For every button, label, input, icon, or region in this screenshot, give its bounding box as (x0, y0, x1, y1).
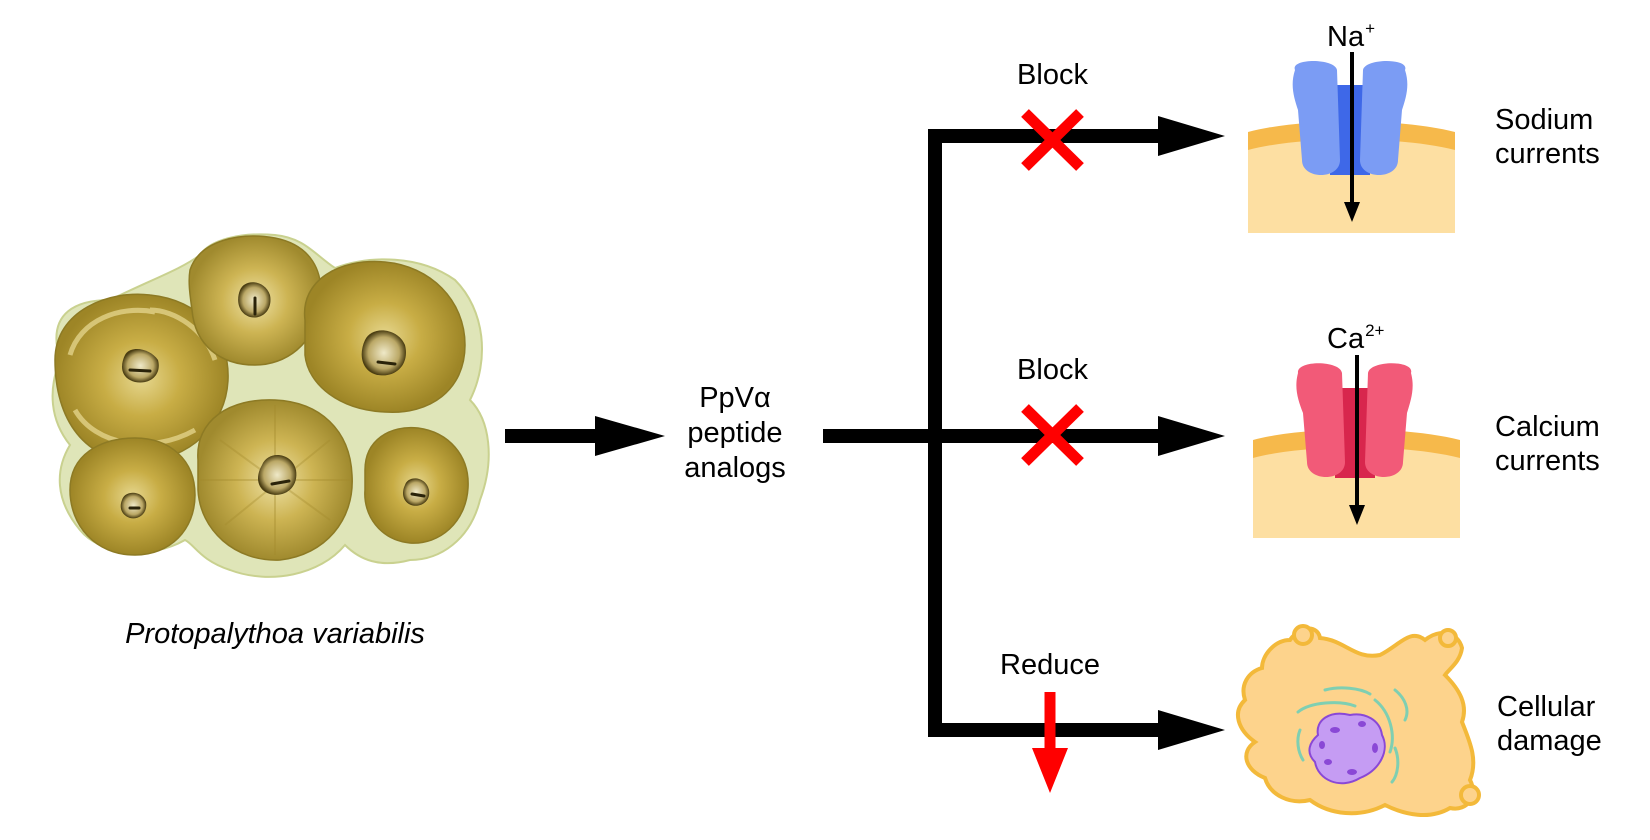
calcium-channel-illustration (1253, 355, 1460, 538)
action-label-cell: Reduce (1000, 649, 1100, 681)
sodium-channel-right-subunit (1360, 61, 1408, 175)
nucleus-chromatin-spots (1319, 721, 1378, 775)
target-label-sodium: Sodium currents (1495, 103, 1600, 171)
arrowhead-branch-calcium (1158, 416, 1225, 456)
target-label-calcium-line2: currents (1495, 445, 1600, 477)
target-label-cell-line2: damage (1497, 725, 1602, 757)
target-label-sodium-line2: currents (1495, 138, 1600, 170)
arrowhead-colony-to-peptide (595, 416, 665, 456)
target-label-calcium: Calcium currents (1495, 410, 1600, 478)
sodium-channel-left-subunit (1292, 61, 1340, 175)
coral-colony-illustration (51, 233, 490, 578)
peptide-label-line3: analogs (684, 452, 786, 484)
cell-nucleus (1308, 712, 1386, 785)
peptide-label: PpVα peptide analogs (660, 381, 810, 486)
polyp-right-upper (303, 260, 466, 413)
calcium-channel-left-subunit (1296, 363, 1345, 477)
sodium-ion-charge: + (1365, 19, 1376, 38)
sodium-channel-illustration (1248, 52, 1455, 233)
calcium-ion-label: Ca2+ (1327, 316, 1384, 354)
arrowhead-branch-cell (1158, 710, 1225, 750)
peptide-label-line1: PpVα (699, 382, 771, 414)
reduce-arrow (1032, 692, 1068, 793)
action-label-calcium: Block (1017, 354, 1088, 386)
polyp-bottom-right (364, 426, 469, 544)
target-label-cell-line1: Cellular (1497, 691, 1596, 723)
peptide-label-line2: peptide (687, 417, 783, 449)
sodium-ion-symbol: Na (1327, 21, 1365, 53)
calcium-ion-charge: 2+ (1365, 321, 1385, 340)
polyp-top-middle (188, 235, 322, 366)
polyp-bottom-middle (197, 399, 353, 561)
sodium-ion-label: Na+ (1327, 14, 1375, 52)
polyp-bottom-left (69, 437, 196, 556)
calcium-channel-right-subunit (1365, 363, 1413, 477)
target-label-cell: Cellular damage (1497, 690, 1602, 758)
arrowhead-branch-sodium (1158, 116, 1225, 156)
cell-organelles (1296, 686, 1409, 784)
organism-name-label: Protopalythoa variabilis (125, 618, 425, 650)
calcium-ion-symbol: Ca (1327, 323, 1365, 355)
block-mark-sodium (1021, 109, 1084, 171)
action-label-sodium: Block (1017, 59, 1088, 91)
block-mark-calcium (1021, 404, 1084, 466)
damaged-cell-illustration (1235, 624, 1481, 817)
target-label-calcium-line1: Calcium (1495, 411, 1600, 443)
target-label-sodium-line1: Sodium (1495, 104, 1594, 136)
